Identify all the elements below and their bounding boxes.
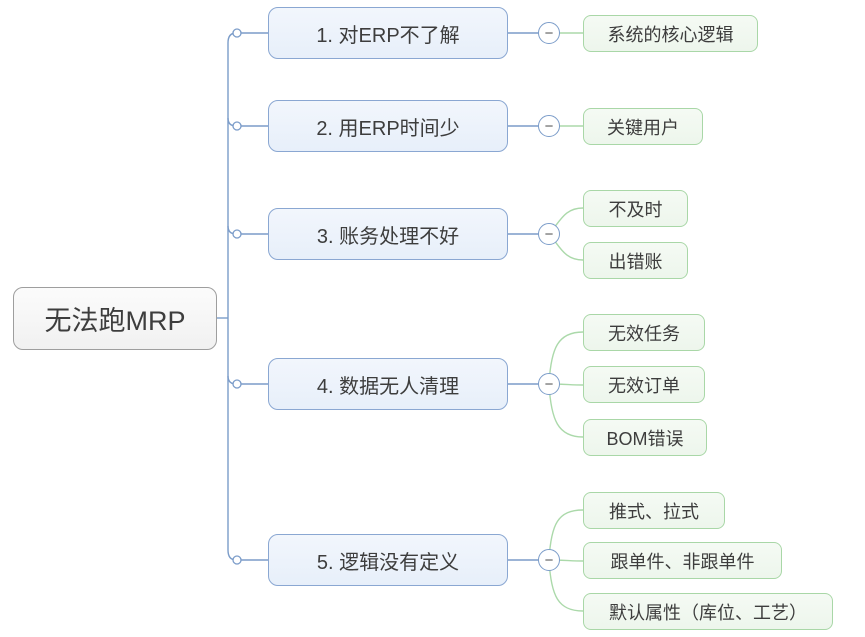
leaf-node-5-3[interactable]: 默认属性（库位、工艺） xyxy=(583,593,833,630)
leaf-node-4-1[interactable]: 无效任务 xyxy=(583,314,705,351)
junction-dots xyxy=(232,28,242,565)
leaf-node-5-1[interactable]: 推式、拉式 xyxy=(583,492,725,529)
leaf-node-3-1[interactable]: 不及时 xyxy=(583,190,688,227)
leaf-node-2-1[interactable]: 关键用户 xyxy=(583,108,703,145)
leaf-node-3-2[interactable]: 出错账 xyxy=(583,242,688,279)
collapse-button-2[interactable]: − xyxy=(538,115,560,137)
collapse-button-4[interactable]: − xyxy=(538,373,560,395)
junction-dot xyxy=(232,229,242,239)
collapse-button-1[interactable]: − xyxy=(538,22,560,44)
branch-node-2[interactable]: 2. 用ERP时间少 xyxy=(268,100,508,152)
branch-node-5[interactable]: 5. 逻辑没有定义 xyxy=(268,534,508,586)
leaf-node-4-2[interactable]: 无效订单 xyxy=(583,366,705,403)
junction-dot xyxy=(232,28,242,38)
collapse-button-3[interactable]: − xyxy=(538,223,560,245)
branch-node-3[interactable]: 3. 账务处理不好 xyxy=(268,208,508,260)
junction-dot xyxy=(232,379,242,389)
junction-dot xyxy=(232,555,242,565)
root-node[interactable]: 无法跑MRP xyxy=(13,287,217,350)
junction-dot xyxy=(232,121,242,131)
branch-node-4[interactable]: 4. 数据无人清理 xyxy=(268,358,508,410)
collapse-button-5[interactable]: − xyxy=(538,549,560,571)
branch-node-1[interactable]: 1. 对ERP不了解 xyxy=(268,7,508,59)
leaf-node-5-2[interactable]: 跟单件、非跟单件 xyxy=(583,542,782,579)
leaf-node-4-3[interactable]: BOM错误 xyxy=(583,419,707,456)
leaf-node-1-1[interactable]: 系统的核心逻辑 xyxy=(583,15,758,52)
